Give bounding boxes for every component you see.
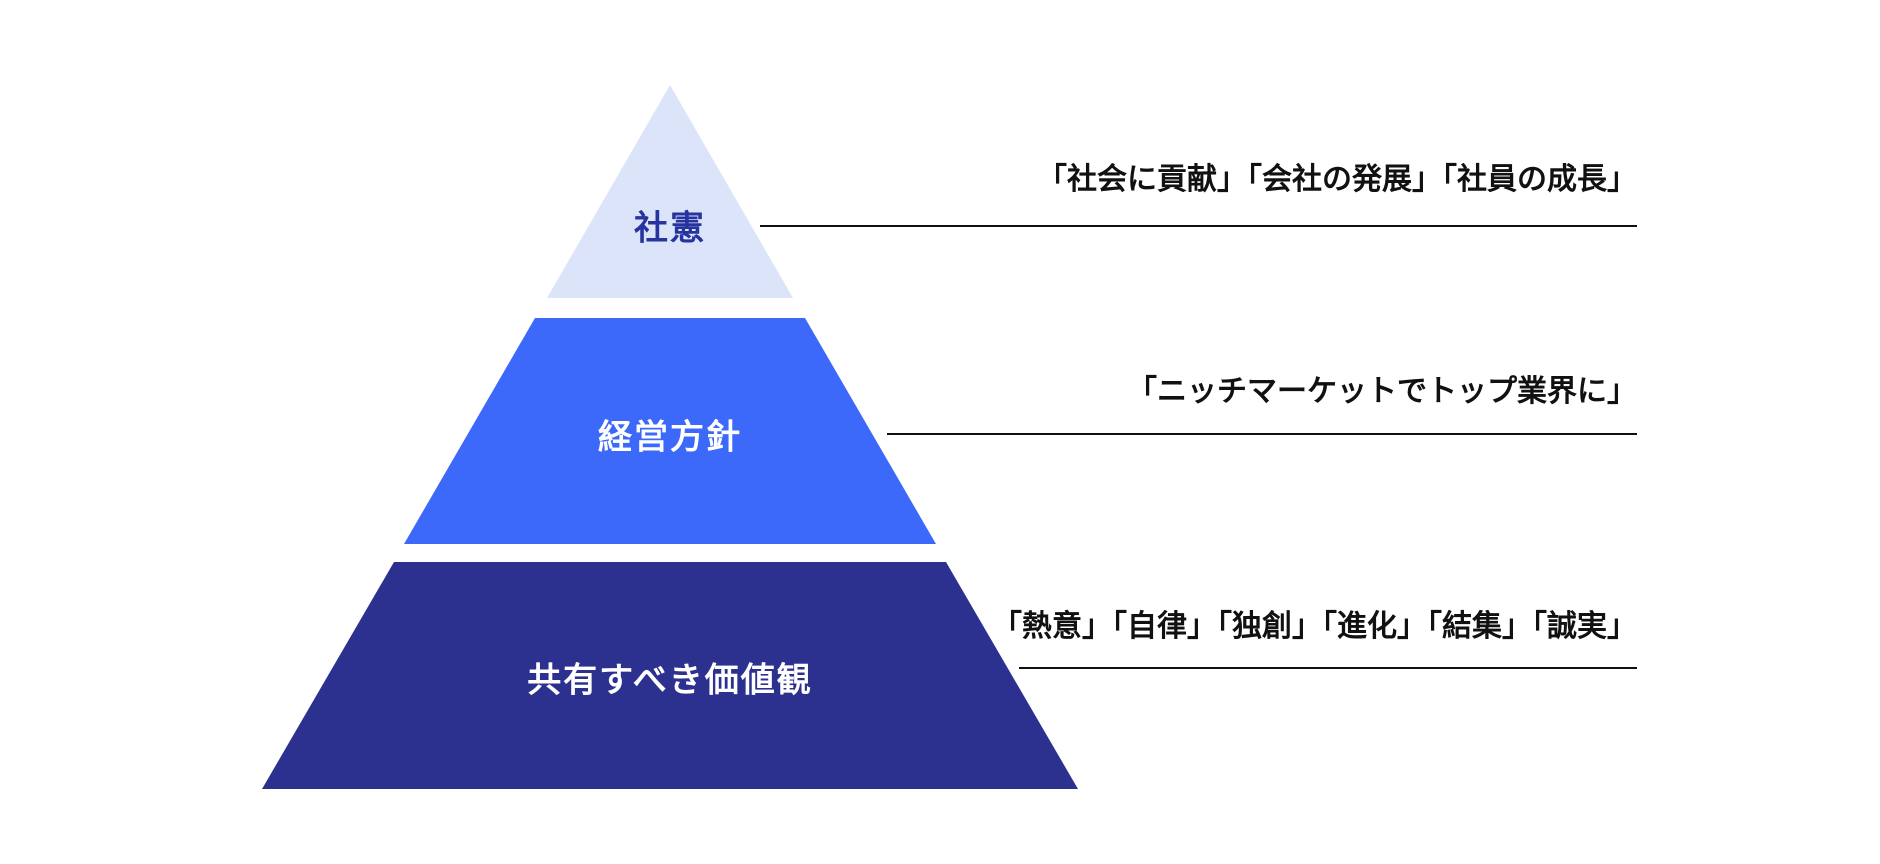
- annotation-management-policy: 「ニッチマーケットでトップ業界に」: [1127, 375, 1637, 408]
- pyramid-tier-middle-shape: [404, 318, 936, 544]
- tier-label-company-charter: 社憲: [634, 209, 706, 248]
- connector-line-company-charter: [760, 225, 1637, 227]
- connector-line-shared-values: [1019, 667, 1637, 669]
- pyramid-tier-bottom-shape: [262, 562, 1078, 789]
- tier-label-shared-values: 共有すべき価値観: [527, 661, 813, 700]
- connector-line-management-policy: [887, 433, 1637, 435]
- annotation-shared-values: 「熱意」「自律」「独創」「進化」「結集」「誠実」: [992, 610, 1637, 643]
- pyramid-tier-top-shape: [547, 85, 793, 298]
- annotation-company-charter: 「社会に貢献」「会社の発展」「社員の成長」: [1037, 163, 1637, 196]
- tier-label-management-policy: 経営方針: [598, 418, 742, 457]
